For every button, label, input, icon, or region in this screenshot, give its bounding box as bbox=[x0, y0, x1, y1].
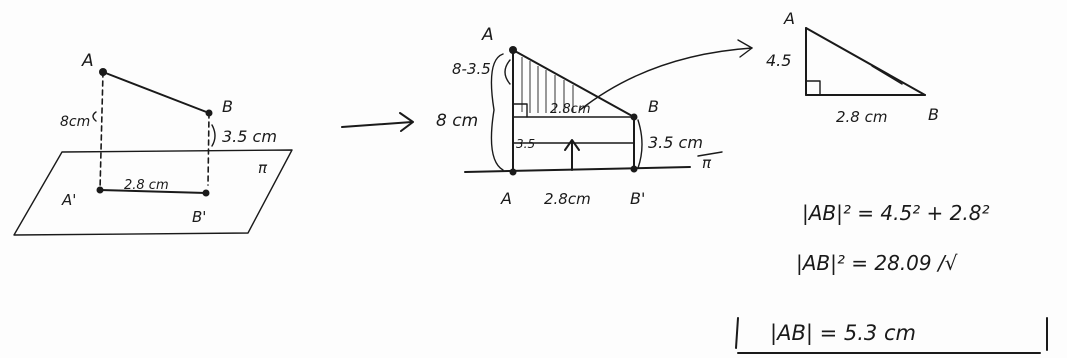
label-height-3-5: 3.5 cm bbox=[648, 133, 703, 152]
label-base-elev: 2.8cm bbox=[544, 190, 591, 208]
brace-8cm-left bbox=[490, 53, 504, 171]
hypotenuse-overdraw bbox=[871, 65, 903, 85]
projector-b bbox=[207, 112, 210, 186]
working-line-2: |AB|² = 28.09 /√ bbox=[796, 251, 958, 275]
point-b-elevation bbox=[630, 113, 638, 121]
segment-a-prime-b-prime bbox=[99, 189, 207, 194]
plane-pi bbox=[13, 149, 293, 236]
projector-a bbox=[99, 71, 104, 191]
result-box-left bbox=[735, 317, 739, 349]
label-height-8: 8 cm bbox=[436, 111, 478, 131]
label-a-prime: A' bbox=[61, 191, 76, 209]
brace-8-3-5 bbox=[504, 59, 511, 85]
label-b: B bbox=[222, 97, 233, 116]
brace-3-5cm bbox=[211, 124, 216, 147]
label-height-4-5: 4.5 bbox=[766, 51, 791, 70]
point-a bbox=[99, 68, 107, 76]
ground-line bbox=[464, 166, 691, 173]
label-b-prime: B' bbox=[192, 208, 206, 226]
label-a-bottom: A bbox=[500, 189, 512, 208]
point-a-prime bbox=[96, 186, 104, 194]
label-a-top: A bbox=[481, 25, 494, 45]
label-b-prime-elev: B' bbox=[630, 189, 645, 208]
brace-8cm bbox=[92, 111, 97, 122]
label-base: 2.8 cm bbox=[124, 178, 169, 193]
right-angle-mark-triangle bbox=[805, 80, 821, 96]
curved-arrow-to-triangle bbox=[579, 39, 753, 111]
label-a-triangle: A bbox=[783, 9, 795, 28]
segment-ab bbox=[102, 71, 210, 114]
label-height-a: 8cm bbox=[60, 114, 90, 130]
plane-tick bbox=[697, 151, 723, 157]
label-base-2-8: 2.8 cm bbox=[836, 108, 887, 126]
right-angle-mark bbox=[512, 103, 528, 118]
label-b-triangle: B bbox=[928, 105, 939, 124]
label-b-elev: B bbox=[648, 97, 659, 116]
label-inner-height: 3.5 bbox=[516, 137, 535, 151]
working-result: |AB| = 5.3 cm bbox=[770, 321, 916, 346]
arrow-to-elevation bbox=[341, 112, 414, 132]
point-b-prime bbox=[202, 189, 210, 197]
figure-1-3d-view: A B A' B' 8cm 3.5 cm 2.8 cm π bbox=[13, 51, 293, 236]
figure-2-elevation: A B A B' 8-3.5 8 cm 3.5 cm 3.5 2.8cm 2.8… bbox=[436, 25, 723, 208]
label-inner-base: 2.8cm bbox=[550, 102, 591, 117]
triangle-hypotenuse bbox=[805, 27, 926, 96]
label-a: A bbox=[81, 51, 94, 71]
figure-3-right-triangle: A B 4.5 2.8 cm bbox=[766, 9, 939, 126]
shaded-triangle-hatch bbox=[521, 57, 574, 113]
segment-ab-elevation bbox=[512, 49, 635, 118]
brace-3-5-right bbox=[637, 119, 643, 169]
working-line-1: |AB|² = 4.5² + 2.8² bbox=[802, 201, 990, 225]
point-a-bottom bbox=[509, 168, 517, 176]
label-diff: 8-3.5 bbox=[452, 60, 491, 78]
point-b-prime-elevation bbox=[630, 165, 638, 173]
label-height-b: 3.5 cm bbox=[222, 127, 277, 146]
point-b bbox=[205, 109, 213, 117]
label-plane: π bbox=[258, 159, 268, 177]
point-a-top bbox=[509, 46, 517, 54]
working: |AB|² = 4.5² + 2.8² |AB|² = 28.09 /√ |AB… bbox=[735, 201, 1048, 354]
label-plane-elev: π bbox=[702, 154, 712, 172]
